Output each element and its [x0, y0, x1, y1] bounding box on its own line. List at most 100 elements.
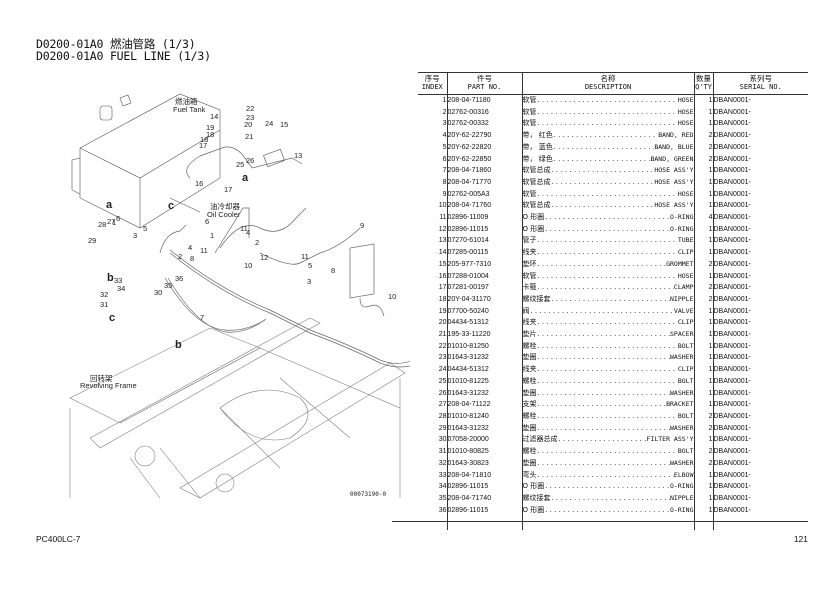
description-zh: 螺栓 [522, 411, 537, 420]
row-index: 2 [418, 106, 448, 119]
description-en: WASHER [670, 458, 694, 467]
header-index-zh: 序号 [424, 74, 440, 83]
row-part-number: 07058-20000 [447, 434, 523, 447]
row-serial-number: DBAN0001- [713, 319, 751, 327]
description-wrap: O 形圈O-RING [523, 481, 694, 493]
leader-dots [544, 505, 670, 517]
row-serial-number: DBAN0001- [713, 249, 751, 257]
row-index: 36 [418, 504, 448, 517]
row-serial-number: DBAN0001- [713, 412, 751, 420]
description-wrap: 软管HOSE [523, 189, 694, 201]
description-en: BOLT [677, 341, 694, 350]
callout-6b: 6 [205, 217, 209, 226]
description-wrap: 螺栓BOLT [523, 411, 694, 423]
callout-10: 10 [388, 292, 396, 301]
row-quantity: 1 [694, 188, 714, 201]
ref-c-left: c [109, 312, 115, 324]
description-zh: O 形圈 [522, 505, 545, 514]
row-description: 软管HOSE [522, 118, 695, 131]
fuel-tank-drawing [71, 93, 221, 229]
row-quantity: 1 [694, 375, 714, 388]
callout-1: 1 [112, 218, 116, 227]
fuel-hoses-drawing [159, 146, 410, 368]
row-index: 32 [418, 457, 448, 470]
row-index: 30 [418, 434, 448, 447]
leader-dots [537, 470, 674, 482]
row-quantity: 2 [694, 282, 714, 294]
row-index: 19 [418, 305, 448, 318]
callout-22: 22 [246, 104, 254, 113]
row-quantity: 2 [694, 153, 714, 166]
description-en: HOSE [677, 107, 694, 116]
callout-1b: 1 [210, 231, 214, 240]
description-wrap: 螺纹接套NIPPLE [523, 294, 694, 306]
description-en: ELBOW [673, 470, 694, 479]
row-description: 垫片SPACER [522, 329, 695, 341]
row-serial-number: DBAN0001- [713, 342, 751, 350]
row-description: 软管HOSE [522, 270, 695, 283]
row-index: 23 [418, 352, 448, 365]
row-index: 12 [418, 223, 448, 236]
row-part-number: 205-977-7310 [447, 258, 523, 271]
description-zh: 带， 蓝色 [522, 142, 553, 151]
description-en: SPACER [670, 330, 694, 339]
callout-19: 19 [206, 123, 214, 132]
row-serial-number: DBAN0001- [713, 471, 751, 479]
leader-dots [551, 177, 655, 189]
row-quantity: 2 [694, 457, 714, 470]
callout-4: 4 [246, 228, 250, 237]
callout-8b: 8 [331, 266, 335, 275]
row-quantity: 1 [694, 469, 714, 482]
description-en: CLIP [677, 248, 694, 257]
row-description: 弯头ELBOW [522, 469, 695, 482]
callout-30: 30 [154, 288, 162, 297]
description-en: HOSE ASS'Y [654, 166, 694, 175]
row-part-number: 01010-81225 [447, 375, 523, 388]
spacer-cell [418, 516, 448, 531]
description-wrap: 螺纹接套NIPPLE [523, 493, 694, 505]
leader-dots [551, 294, 671, 306]
row-serial-number: DBAN0001- [713, 295, 751, 303]
row-index: 9 [418, 188, 448, 201]
description-zh: 线夹 [522, 248, 537, 257]
leader-dots [537, 259, 667, 271]
row-quantity: 1 [694, 94, 714, 107]
row-part-number: 01643-31232 [447, 352, 523, 365]
header-serial: 系列号 SERIAL NO. [713, 72, 808, 95]
spacer-cell [713, 516, 808, 530]
description-en: HOSE [677, 271, 694, 280]
row-part-number: 208-04-71810 [447, 469, 523, 482]
row-index: 26 [418, 387, 448, 400]
callout-26: 26 [246, 156, 254, 165]
ref-a-right: a [242, 172, 249, 184]
fuel-tank-label-en: Fuel Tank [173, 105, 206, 114]
row-part-number: 02896-11015 [447, 481, 523, 493]
row-description: 螺栓BOLT [522, 375, 695, 388]
row-quantity: 2 [694, 410, 714, 423]
table-spacer-row [418, 516, 808, 531]
description-en: WASHER [670, 353, 694, 362]
leader-dots [537, 411, 678, 423]
description-zh: 卡箍 [522, 283, 537, 292]
row-part-number: 20Y-04-31170 [447, 293, 523, 306]
description-zh: 软管总成 [522, 177, 551, 186]
callout-12: 12 [260, 253, 268, 262]
row-quantity: 1 [694, 387, 714, 400]
header-index-en: INDEX [421, 83, 443, 91]
row-quantity: 1 [694, 176, 714, 189]
description-zh: 螺栓 [522, 376, 537, 385]
description-en: VALVE [673, 306, 694, 315]
row-serial-number: DBAN0001- [713, 155, 751, 163]
